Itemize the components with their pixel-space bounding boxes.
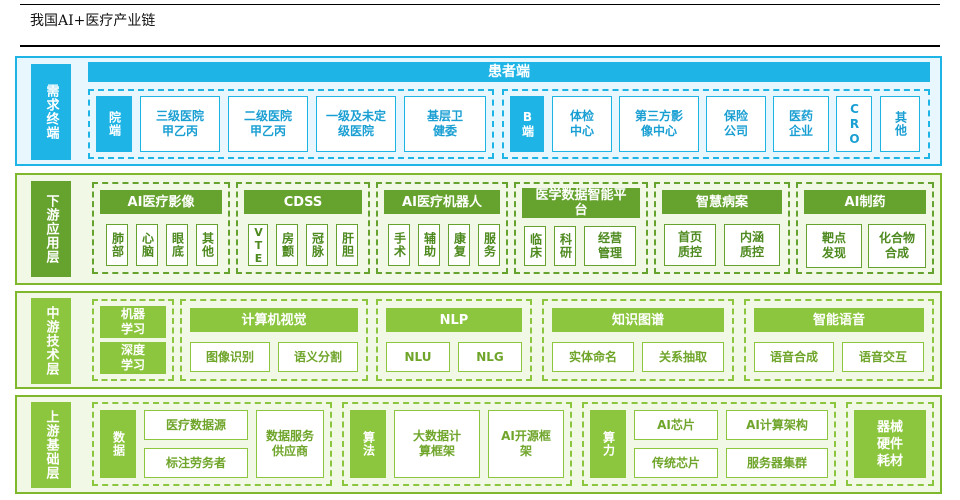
tech-group-title: 计算机视觉 (190, 308, 358, 332)
downstream-layer-label: 下游应用层 (31, 181, 71, 277)
app-group-robot (376, 182, 508, 274)
data-item: 标注劳务者 (144, 448, 248, 478)
b-side-group (502, 89, 930, 159)
midstream-layer-label: 中游技术层 (31, 298, 71, 384)
tech-item: 图像识别 (190, 342, 270, 372)
app-item: 临床 (524, 226, 546, 266)
app-group-ai-pharma (796, 182, 934, 274)
tech-group-title: 知识图谱 (552, 308, 724, 332)
b-side-item: CRO (836, 96, 872, 152)
app-item: 康复 (448, 224, 470, 266)
demand-layer-label: 需求终端 (31, 64, 71, 160)
tech-group-voice (744, 299, 934, 381)
title-rule-top (20, 4, 940, 5)
compute-item: 服务器集群 (726, 448, 828, 478)
b-side-item: 第三方影像中心 (619, 96, 699, 152)
hospital-item: 三级医院甲乙丙 (140, 96, 220, 152)
compute-item: AI芯片 (634, 410, 718, 440)
app-item: 辅助 (418, 224, 440, 266)
data-group (92, 402, 332, 486)
title-rule-bottom (20, 45, 940, 47)
app-group-cdss (236, 182, 370, 274)
algo-item: AI开源框架 (488, 410, 564, 478)
midstream-layer (15, 291, 942, 389)
app-item: 手术 (388, 224, 410, 266)
data-item: 数据服务供应商 (256, 410, 324, 478)
upstream-layer-label: 上游基础层 (31, 402, 71, 488)
app-item: 科研 (554, 226, 576, 266)
b-side-item: 保险公司 (706, 96, 766, 152)
app-item: 首页质控 (664, 224, 716, 266)
app-group-imaging (92, 182, 230, 274)
app-group-data-platform (514, 182, 648, 274)
hardware-group (846, 402, 934, 486)
app-group-title: AI制药 (804, 190, 926, 214)
app-item: 服务 (478, 224, 500, 266)
app-item: 靶点发现 (806, 224, 862, 268)
tech-item: 语音交互 (842, 342, 924, 372)
app-item: 其他 (196, 224, 218, 266)
page-title: 我国AI+医疗产业链 (30, 13, 156, 29)
app-item: 眼底 (166, 224, 188, 266)
app-item: VTE (248, 224, 268, 266)
data-label: 数据 (100, 410, 136, 478)
compute-label: 算力 (590, 410, 626, 478)
tech-group-knowledge-graph (542, 299, 734, 381)
app-group-title: AI医疗机器人 (384, 190, 500, 214)
b-side-label: B端 (510, 96, 544, 152)
tech-item: 语音合成 (754, 342, 834, 372)
b-side-item: 其他 (880, 96, 920, 152)
hardware-item: 器械硬件耗材 (854, 410, 926, 478)
ml-group (92, 299, 174, 381)
app-group-medical-records (654, 182, 790, 274)
hospital-item: 基层卫健委 (404, 96, 486, 152)
app-item: 心脑 (136, 224, 158, 266)
app-item: 内涵质控 (724, 224, 780, 266)
tech-group-title: NLP (386, 308, 522, 332)
algo-label: 算法 (350, 410, 386, 478)
app-group-title: 医学数据智能平台 (522, 188, 640, 218)
tech-item: NLU (386, 342, 450, 372)
app-item: 肝胆 (336, 224, 358, 266)
app-item: 房颤 (276, 224, 298, 266)
tech-group-cv (180, 299, 368, 381)
hospital-label: 院端 (96, 96, 132, 152)
app-item: 经营管理 (584, 226, 636, 266)
app-group-title: 智慧病案 (662, 190, 782, 214)
b-side-item: 体检中心 (552, 96, 612, 152)
tech-group-title: 智能语音 (754, 308, 924, 332)
compute-item: 传统芯片 (634, 448, 718, 478)
tech-item: 语义分割 (278, 342, 358, 372)
app-item: 肺部 (106, 224, 128, 266)
hospital-group (88, 89, 494, 159)
tech-item: 实体命名 (552, 342, 634, 372)
b-side-item: 医药企业 (773, 96, 829, 152)
machine-learning: 机器学习 (100, 306, 166, 338)
algo-item: 大数据计算框架 (394, 410, 480, 478)
compute-item: AI计算架构 (726, 410, 828, 440)
algo-group (342, 402, 572, 486)
tech-item: 关系抽取 (642, 342, 724, 372)
hospital-item: 二级医院甲乙丙 (228, 96, 308, 152)
tech-group-nlp (376, 299, 532, 381)
tech-item: NLG (458, 342, 522, 372)
app-item: 化合物合成 (868, 224, 926, 268)
app-group-title: CDSS (244, 190, 362, 214)
hospital-item: 一级及未定级医院 (316, 96, 396, 152)
deep-learning: 深度学习 (100, 342, 166, 374)
app-item: 冠脉 (306, 224, 328, 266)
patient-header: 患者端 (88, 62, 930, 82)
app-group-title: AI医疗影像 (100, 190, 222, 214)
data-item: 医疗数据源 (144, 410, 248, 440)
compute-group (582, 402, 836, 486)
